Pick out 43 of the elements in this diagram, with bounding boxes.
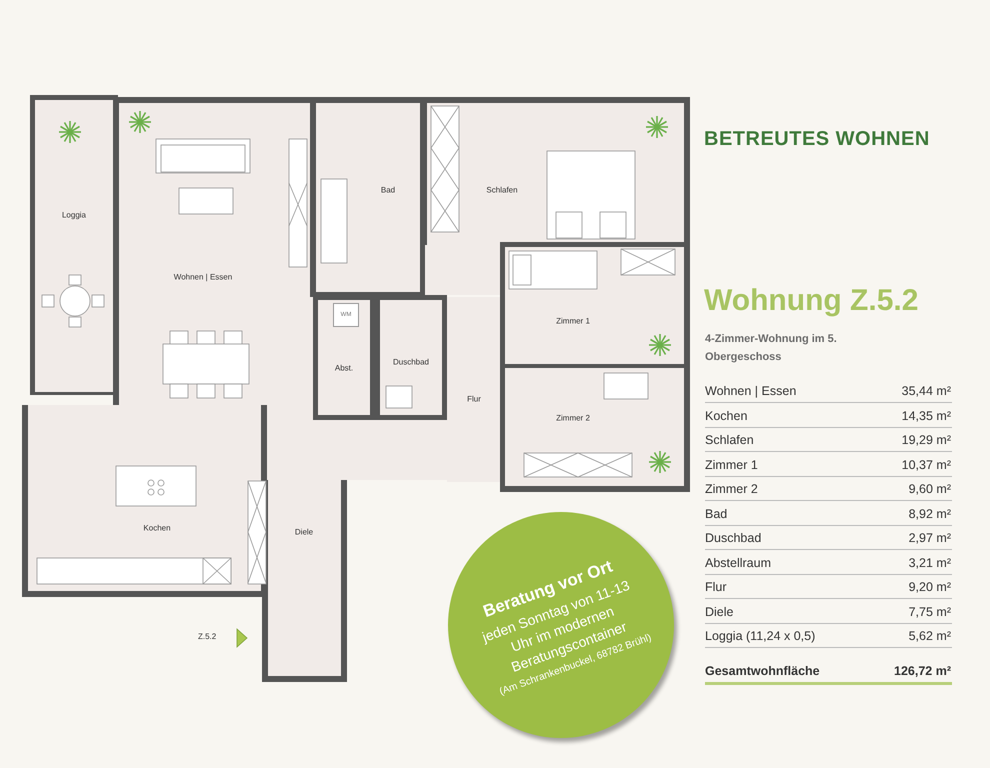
apartment-number: Z.5.2 (198, 632, 216, 641)
room-label: Wohnen | Essen (174, 272, 232, 282)
table-cell: 7,75 m² (908, 604, 951, 618)
room-area (313, 295, 375, 420)
table-cell: 9,60 m² (908, 482, 951, 496)
room-area (447, 297, 500, 482)
table-cell: Wohnen | Essen (705, 384, 796, 398)
table-cell: 14,35 m² (902, 408, 951, 422)
table-cell: 8,92 m² (908, 506, 951, 520)
room-area (375, 295, 447, 420)
table-cell: Flur (705, 580, 727, 594)
room-label: Loggia (62, 210, 86, 220)
table-cell: Kochen (705, 408, 748, 422)
room-area (262, 480, 347, 682)
table-cell: 35,44 m² (902, 384, 951, 398)
room-label: Abst. (334, 364, 354, 372)
room-label: Flur (467, 394, 481, 404)
room-label: Schlafen (486, 186, 518, 194)
table-cell: Gesamtwohnfläche (705, 664, 820, 678)
apartment-subtitle: 4-Zimmer-Wohnung im 5. Obergeschoss (705, 332, 838, 365)
room-label: Bad (380, 186, 396, 194)
table-cell: 10,37 m² (902, 458, 951, 472)
table-cell: 2,97 m² (908, 531, 951, 545)
table-cell: Duschbad (705, 531, 762, 545)
room-label: Duschbad (392, 358, 430, 366)
table-cell: 9,20 m² (908, 580, 951, 594)
table-cell: Abstellraum (705, 556, 771, 570)
apartment-title: Wohnung Z.5.2 (704, 284, 918, 318)
room-label: Zimmer 2 (556, 414, 590, 422)
table-cell: 3,21 m² (908, 556, 951, 570)
table-cell: Schlafen (705, 433, 754, 447)
table-cell: Loggia (11,24 x 0,5) (705, 629, 816, 643)
table-cell: Zimmer 1 (705, 458, 758, 472)
room-label: Zimmer 1 (556, 316, 590, 326)
room-label: Kochen (143, 524, 171, 532)
table-cell: 19,29 m² (902, 433, 951, 447)
table-cell: Bad (705, 506, 728, 520)
table-cell: Diele (705, 604, 734, 618)
header-text: BETREUTES WOHNEN (704, 128, 930, 151)
table-cell: 126,72 m² (894, 664, 951, 678)
table-cell: Zimmer 2 (705, 482, 758, 496)
room-label: Diele (294, 528, 314, 536)
table-cell: 5,62 m² (908, 629, 951, 643)
